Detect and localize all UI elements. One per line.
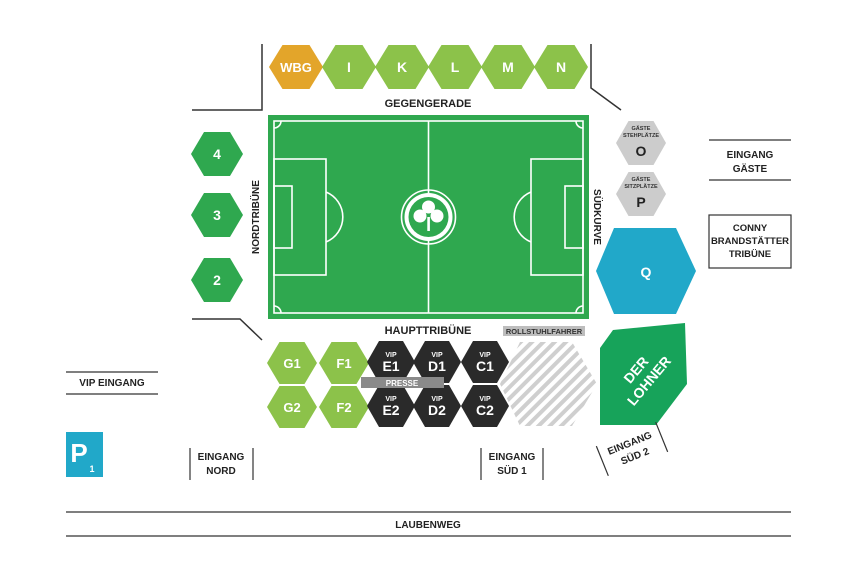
svg-text:VIP EINGANG: VIP EINGANG: [79, 378, 145, 389]
block-label: WBG: [280, 60, 312, 75]
vip-prefix: VIP: [479, 396, 491, 403]
rollstuhlfahrer-area: ROLLSTUHLFAHRER: [500, 326, 597, 426]
block-label: E1: [382, 358, 399, 374]
svg-text:TRIBÜNE: TRIBÜNE: [729, 249, 771, 260]
block-label: I: [347, 59, 351, 75]
block-label: 2: [213, 272, 221, 288]
block-label: M: [502, 59, 514, 75]
svg-text:EINGANG: EINGANG: [198, 452, 245, 463]
svg-text:GÄSTE: GÄSTE: [733, 162, 768, 175]
svg-text:P: P: [70, 438, 87, 468]
eingang-sued-1: EINGANG SÜD 1: [480, 448, 544, 480]
vip-prefix: VIP: [431, 396, 443, 403]
parking-p1-icon: P 1: [66, 432, 103, 477]
nordtribuene-blocks: 4 3 2: [191, 132, 243, 302]
block-label: F1: [336, 356, 351, 371]
presse-bar: PRESSE: [361, 377, 444, 388]
vip-prefix: VIP: [479, 352, 491, 359]
suedkurve-label: SÜDKURVE: [591, 189, 604, 245]
block-label: G2: [283, 400, 300, 415]
block-label: 4: [213, 146, 221, 162]
block-f2[interactable]: F2: [319, 386, 369, 428]
block-i[interactable]: I: [322, 45, 376, 89]
block-sublabel: SITZPLÄTZE: [624, 183, 658, 190]
block-label: K: [397, 59, 407, 75]
block-g2[interactable]: G2: [267, 386, 317, 428]
cloverleaf-icon: [404, 193, 453, 241]
block-q[interactable]: Q: [596, 228, 696, 314]
block-sublabel: STEHPLÄTZE: [623, 132, 659, 139]
block-label: P: [636, 194, 645, 210]
eingang-nord: EINGANG NORD: [189, 448, 254, 480]
block-sublabel: GÄSTE: [632, 176, 651, 183]
svg-text:1: 1: [89, 464, 94, 474]
svg-text:CONNY: CONNY: [733, 223, 768, 234]
pitch: [268, 115, 589, 319]
block-label: L: [451, 59, 460, 75]
block-g1[interactable]: G1: [267, 342, 317, 384]
block-l[interactable]: L: [428, 45, 482, 89]
svg-text:Q: Q: [641, 264, 652, 280]
block-sublabel: GÄSTE: [632, 125, 651, 132]
svg-text:EINGANG: EINGANG: [727, 150, 774, 161]
top-stand-blocks: WBG I K L M N: [269, 45, 588, 89]
block-der-lohner[interactable]: DER LOHNER: [600, 323, 687, 425]
vip-prefix: VIP: [431, 352, 443, 359]
outline-lines: [192, 44, 622, 341]
svg-text:PRESSE: PRESSE: [386, 379, 419, 388]
conny-brandstaetter-tribuene: CONNY BRANDSTÄTTER TRIBÜNE: [708, 214, 792, 269]
block-k[interactable]: K: [375, 45, 429, 89]
block-label: G1: [283, 356, 300, 371]
block-label: D1: [428, 358, 446, 374]
block-label: D2: [428, 402, 446, 418]
block-f1[interactable]: F1: [319, 342, 369, 384]
block-label: N: [556, 59, 566, 75]
block-label: C2: [476, 402, 494, 418]
block-4[interactable]: 4: [191, 132, 243, 176]
block-label: E2: [382, 402, 399, 418]
vip-prefix: VIP: [385, 396, 397, 403]
block-label: F2: [336, 400, 351, 415]
eingang-gaeste: EINGANG GÄSTE: [709, 139, 791, 181]
svg-text:ROLLSTUHLFAHRER: ROLLSTUHLFAHRER: [506, 327, 583, 336]
block-3[interactable]: 3: [191, 193, 243, 237]
svg-text:EINGANG: EINGANG: [489, 452, 536, 463]
nordtribuene-label: NORDTRIBÜNE: [249, 180, 262, 254]
block-n[interactable]: N: [534, 45, 588, 89]
vip-prefix: VIP: [385, 352, 397, 359]
block-label: C1: [476, 358, 494, 374]
gegengerade-label: GEGENGERADE: [385, 98, 472, 110]
block-label: 3: [213, 207, 221, 223]
vip-eingang: VIP EINGANG: [66, 371, 158, 395]
eingang-sued-2: EINGANG SÜD 2: [595, 421, 669, 477]
laubenweg: LAUBENWEG: [66, 511, 791, 537]
block-m[interactable]: M: [481, 45, 535, 89]
block-label: O: [636, 143, 647, 159]
svg-text:BRANDSTÄTTER: BRANDSTÄTTER: [711, 236, 789, 247]
block-wbg[interactable]: WBG: [269, 45, 323, 89]
svg-text:NORD: NORD: [206, 466, 235, 477]
svg-text:SÜD 1: SÜD 1: [497, 464, 527, 477]
haupttribuene-label: HAUPTTRIBÜNE: [385, 324, 472, 337]
block-2[interactable]: 2: [191, 258, 243, 302]
svg-text:LAUBENWEG: LAUBENWEG: [395, 520, 461, 531]
